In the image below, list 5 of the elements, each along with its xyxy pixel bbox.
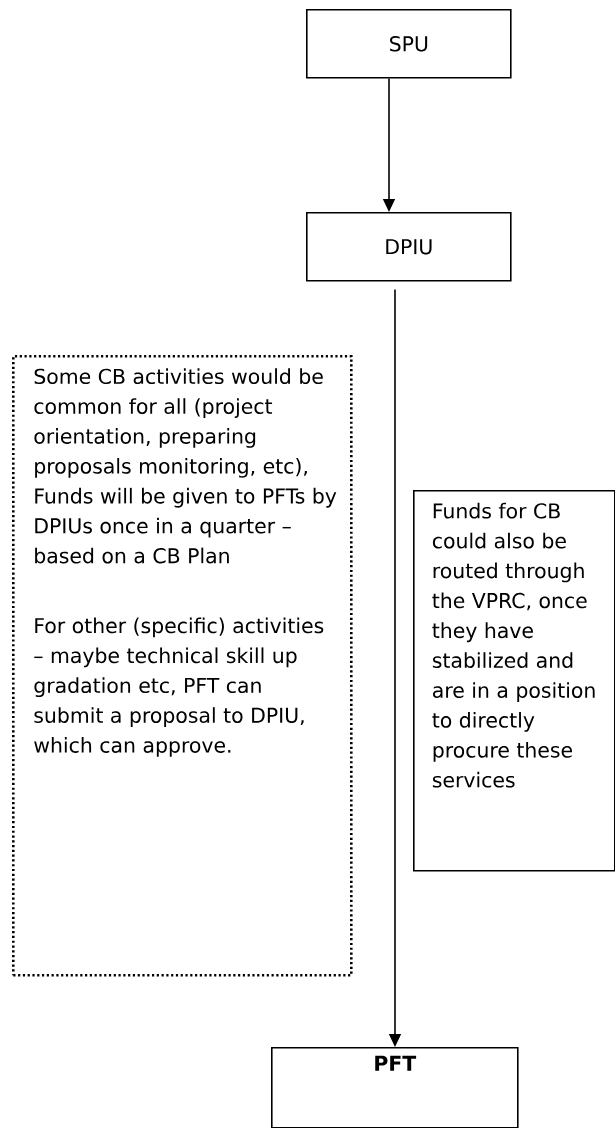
note-box: Some CB activities would be common for all (project orientation, preparing proposals monitoring, etc), Funds will be given to PFTs by DPIUs once in a quarter – based on a CB Plan For other (specific) activities – maybe technical skill up gradation etc, PFT can submit a proposal to DPIU, which can approve. — [12, 355, 353, 977]
process-box: DPIU — [306, 212, 512, 282]
process-box: SPU — [306, 9, 512, 79]
process-box: PFT — [271, 1047, 519, 1128]
note-box: Funds for CB could also be routed through the VPRC, once they have stabilized and are in a position to directly procure these services — [413, 490, 615, 872]
